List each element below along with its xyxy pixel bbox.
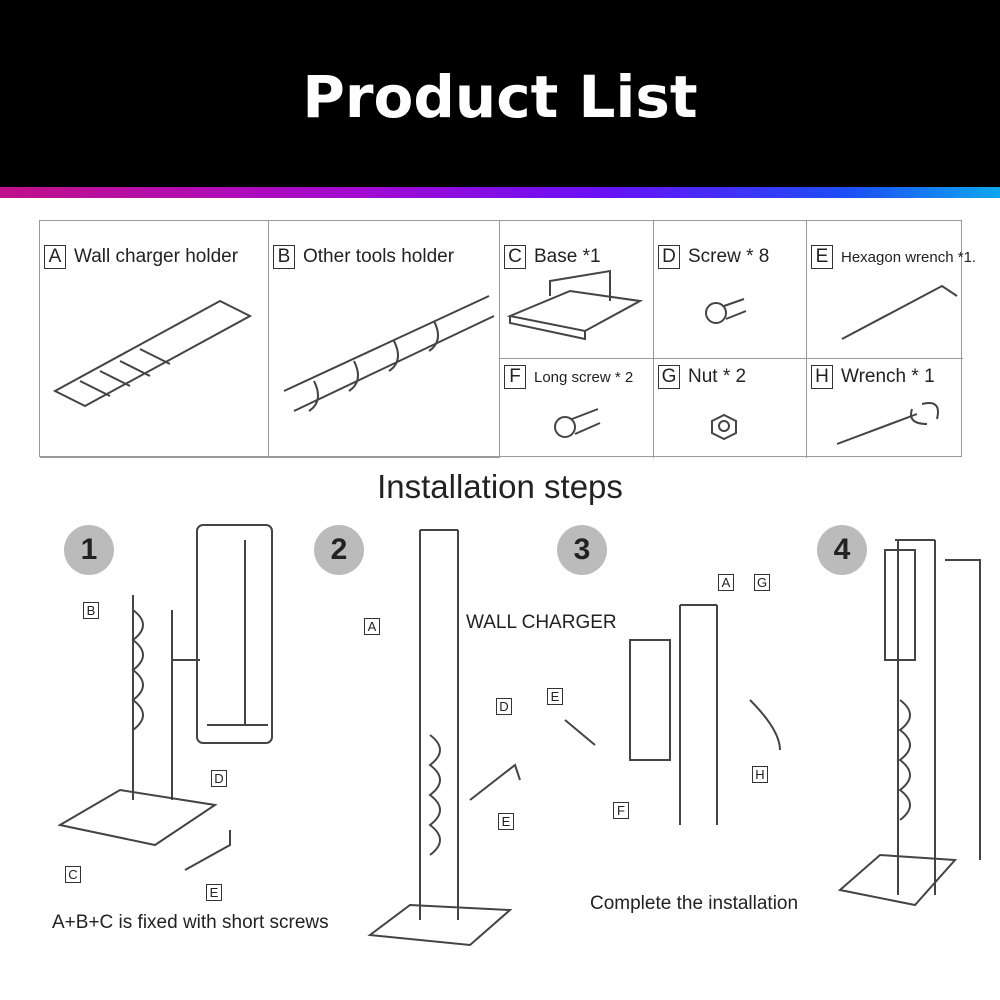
long-screw-drawing xyxy=(554,408,601,438)
part-key: G xyxy=(658,365,680,389)
part-key: E xyxy=(811,245,833,269)
other-tools-holder-drawing xyxy=(283,295,495,412)
parts-table: A Wall charger holder B Other tools holder… xyxy=(39,220,976,458)
header-banner: Product List xyxy=(0,0,1000,187)
tag-e: E xyxy=(498,813,514,830)
step-number-1: 1 xyxy=(64,525,114,575)
part-cell-f: F Long screw * 2 xyxy=(500,359,654,458)
part-label: Wrench * 1 xyxy=(841,366,935,387)
part-key: A xyxy=(44,245,66,269)
tag-f: F xyxy=(613,802,629,819)
wall-charger-holder-drawing xyxy=(52,299,253,408)
part-key: D xyxy=(658,245,680,269)
tag-g: G xyxy=(754,574,770,591)
base-drawing xyxy=(506,269,644,341)
step1-drawing xyxy=(57,524,273,871)
step-number-3: 3 xyxy=(557,525,607,575)
tag-d: D xyxy=(496,698,512,715)
tag-c: C xyxy=(65,866,81,883)
wrench-drawing xyxy=(836,402,939,445)
part-key: H xyxy=(811,365,833,389)
part-cell-a: A Wall charger holder xyxy=(40,221,269,458)
tag-d: D xyxy=(211,770,227,787)
tag-a: A xyxy=(718,574,734,591)
part-label: Hexagon wrench *1. xyxy=(841,248,977,266)
part-label: Screw * 8 xyxy=(688,246,770,267)
part-label: Long screw * 2 xyxy=(534,368,634,386)
step-number-2: 2 xyxy=(314,525,364,575)
step-number-4: 4 xyxy=(817,525,867,575)
nut-drawing xyxy=(711,413,737,441)
part-cell-c: C Base *1 xyxy=(500,221,654,359)
part-label: Base *1 xyxy=(534,246,601,267)
step3-drawing xyxy=(564,604,781,825)
part-cell-d: D Screw * 8 xyxy=(654,221,807,359)
tag-e: E xyxy=(547,688,563,705)
part-key: C xyxy=(504,245,526,269)
part-key: B xyxy=(273,245,295,269)
tag-e: E xyxy=(206,884,222,901)
gradient-divider xyxy=(0,187,1000,198)
page-title: Product List xyxy=(302,62,698,131)
step4-caption: Complete the installation xyxy=(590,893,799,914)
hexagon-wrench-drawing xyxy=(841,284,958,340)
step1-caption: A+B+C is fixed with short screws xyxy=(52,912,329,933)
part-cell-e: E Hexagon wrench *1. xyxy=(807,221,976,359)
part-key: F xyxy=(504,365,526,389)
tag-b: B xyxy=(83,602,99,619)
installation-steps-title: Installation steps xyxy=(377,468,623,505)
part-label: Wall charger holder xyxy=(74,246,239,267)
step2-drawing xyxy=(367,529,521,947)
part-cell-b: B Other tools holder xyxy=(269,221,500,458)
part-label: Other tools holder xyxy=(303,246,455,267)
step4-drawing xyxy=(837,539,981,907)
part-cell-h: H Wrench * 1 xyxy=(807,359,963,458)
tag-a: A xyxy=(364,618,380,635)
screw-drawing xyxy=(705,298,747,324)
part-cell-g: G Nut * 2 xyxy=(654,359,807,458)
tag-h: H xyxy=(752,766,768,783)
wall-charger-label: WALL CHARGER xyxy=(466,612,617,633)
part-label: Nut * 2 xyxy=(688,366,747,387)
